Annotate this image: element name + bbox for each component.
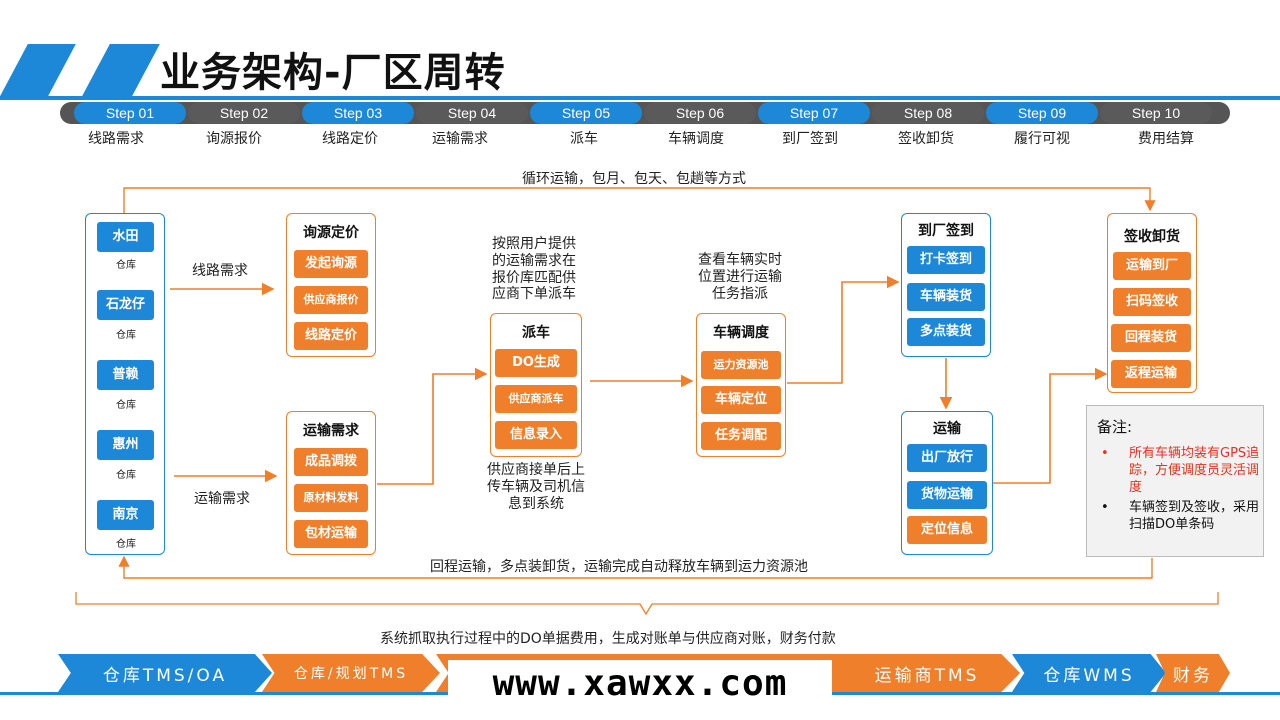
step-label-07: 到厂签到 <box>782 131 838 147</box>
warehouse-huizhou-caption: 仓库 <box>116 470 136 481</box>
remark-bullet-1-text: 所有车辆均装有GPS追踪，方便调度员灵活调度 <box>1129 446 1260 495</box>
system-chevron-warehouse-wms[interactable]: 仓库WMS <box>1012 654 1166 692</box>
warehouse-pulai-caption: 仓库 <box>116 400 136 411</box>
dispatch-title: 派车 <box>522 325 550 341</box>
step-04[interactable]: Step 04 <box>416 102 528 124</box>
dispatch-item-info[interactable]: 信息录入 <box>495 421 577 449</box>
remark-heading: 备注: <box>1097 418 1133 436</box>
transport-req-title: 运输需求 <box>303 423 359 439</box>
scheduling-panel: 车辆调度 运力资源池 车辆定位 任务调配 <box>696 313 786 457</box>
system-chevron-finance[interactable]: 财务 <box>1156 654 1230 692</box>
transport-req-item-finished[interactable]: 成品调拨 <box>294 448 368 476</box>
checkin-panel: 到厂签到 打卡签到 车辆装货 多点装货 <box>901 213 991 357</box>
remark-bullet-1: • 所有车辆均装有GPS追踪，方便调度员灵活调度 <box>1101 446 1261 497</box>
transport-title: 运输 <box>933 421 961 437</box>
transport-item-location[interactable]: 定位信息 <box>907 516 987 544</box>
step-label-06: 车辆调度 <box>668 131 724 147</box>
warehouses-panel: 水田 仓库 石龙仔 仓库 普赖 仓库 惠州 仓库 南京 仓库 <box>85 213 165 555</box>
warehouse-shuitian-caption: 仓库 <box>116 260 136 271</box>
step-10[interactable]: Step 10 <box>1100 102 1212 124</box>
step-label-01: 线路需求 <box>88 131 144 147</box>
inquiry-item-supplier-quote[interactable]: 供应商报价 <box>294 286 368 314</box>
transport-req-panel: 运输需求 成品调拨 原材料发料 包材运输 <box>286 411 376 555</box>
step-02[interactable]: Step 02 <box>188 102 300 124</box>
loop-top-line <box>123 187 1156 213</box>
loop-bottom-label: 回程运输，多点装卸货，运输完成自动释放车辆到运力资源池 <box>428 556 810 576</box>
scheduling-note-above: 查看车辆实时位置进行运输任务指派 <box>698 252 782 302</box>
system-chevron-warehouse-planning-tms[interactable]: 仓库/规划TMS <box>262 654 440 692</box>
remark-bullet-2-text: 车辆签到及签收，采用扫描DO单条码 <box>1129 500 1260 532</box>
step-label-10: 费用结算 <box>1138 131 1194 147</box>
step-08[interactable]: Step 08 <box>872 102 984 124</box>
warehouse-nanjing-caption: 仓库 <box>116 539 136 550</box>
dispatch-item-supplier[interactable]: 供应商派车 <box>495 385 577 413</box>
dispatch-note-above: 按照用户提供的运输需求在报价库匹配供应商下单派车 <box>492 236 576 303</box>
dispatch-item-do[interactable]: DO生成 <box>495 349 577 377</box>
inquiry-item-initiate[interactable]: 发起询源 <box>294 250 368 278</box>
warehouse-shilongzai-caption: 仓库 <box>116 330 136 341</box>
inquiry-title: 询源定价 <box>303 225 359 241</box>
loop-bottom-line <box>118 555 1153 579</box>
system-brace <box>75 592 1219 616</box>
checkin-title: 到厂签到 <box>918 223 974 239</box>
inquiry-item-route-pricing[interactable]: 线路定价 <box>294 322 368 350</box>
checkin-item-clockin[interactable]: 打卡签到 <box>907 246 985 274</box>
warehouse-huizhou[interactable]: 惠州 <box>97 430 154 460</box>
edge-label-route: 线路需求 <box>192 263 248 279</box>
receive-item-return[interactable]: 返程运输 <box>1111 360 1191 388</box>
scheduling-item-assign[interactable]: 任务调配 <box>701 422 781 450</box>
step-label-03: 线路定价 <box>322 131 378 147</box>
receive-item-backload[interactable]: 回程装货 <box>1111 324 1191 352</box>
transport-req-item-raw[interactable]: 原材料发料 <box>294 484 368 512</box>
step-label-09: 履行可视 <box>1014 131 1070 147</box>
step-07[interactable]: Step 07 <box>758 102 870 124</box>
step-05[interactable]: Step 05 <box>530 102 642 124</box>
warehouse-nanjing[interactable]: 南京 <box>97 500 154 530</box>
dispatch-note-below: 供应商接单后上传车辆及司机信息到系统 <box>487 462 585 512</box>
step-06[interactable]: Step 06 <box>644 102 756 124</box>
scheduling-title: 车辆调度 <box>713 325 769 341</box>
dispatch-panel: 派车 DO生成 供应商派车 信息录入 <box>490 313 582 457</box>
receive-item-scan[interactable]: 扫码签收 <box>1113 288 1191 316</box>
transport-item-cargo[interactable]: 货物运输 <box>907 481 987 509</box>
receive-item-arrive[interactable]: 运输到厂 <box>1113 252 1191 280</box>
page-title: 业务架构-厂区周转 <box>160 50 506 96</box>
header-underline <box>0 96 1280 100</box>
arrow-to-checkin <box>787 275 900 384</box>
remark-box: 备注: • 所有车辆均装有GPS追踪，方便调度员灵活调度 • 车辆签到及签收，采… <box>1086 405 1264 557</box>
transport-item-release[interactable]: 出厂放行 <box>907 444 987 472</box>
step-label-05: 派车 <box>570 131 598 147</box>
warehouse-shuitian[interactable]: 水田 <box>97 222 154 252</box>
watermark: www.xawxx.com <box>448 660 832 708</box>
system-chevron-warehouse-tms-oa[interactable]: 仓库TMS/OA <box>58 654 272 692</box>
step-label-04: 运输需求 <box>432 131 488 147</box>
checkin-item-loading[interactable]: 车辆装货 <box>907 283 985 311</box>
step-09[interactable]: Step 09 <box>986 102 1098 124</box>
transport-panel: 运输 出厂放行 货物运输 定位信息 <box>901 411 993 555</box>
scheduling-item-pool[interactable]: 运力资源池 <box>701 351 781 379</box>
remark-bullet-2: • 车辆签到及签收，采用扫描DO单条码 <box>1101 500 1261 534</box>
arrow-to-dispatch <box>377 367 488 485</box>
loop-top-label: 循环运输，包月、包天、包趟等方式 <box>522 171 746 187</box>
receive-title: 签收卸货 <box>1124 229 1180 245</box>
bullet-dot: • <box>1101 446 1109 461</box>
receive-panel: 签收卸货 运输到厂 扫码签收 回程装货 返程运输 <box>1107 213 1197 393</box>
system-note: 系统抓取执行过程中的DO单据费用，生成对账单与供应商对账，财务付款 <box>380 631 836 647</box>
checkin-item-multi-loading[interactable]: 多点装货 <box>907 318 985 346</box>
system-chevron-carrier-tms[interactable]: 运输商TMS <box>834 654 1020 692</box>
bullet-dot: • <box>1101 500 1109 515</box>
inquiry-panel: 询源定价 发起询源 供应商报价 线路定价 <box>286 213 376 357</box>
transport-req-item-packaging[interactable]: 包材运输 <box>294 520 368 548</box>
step-03[interactable]: Step 03 <box>302 102 414 124</box>
step-label-02: 询源报价 <box>206 131 262 147</box>
edge-label-transport: 运输需求 <box>194 491 250 507</box>
warehouse-pulai[interactable]: 普赖 <box>97 360 154 390</box>
step-label-08: 签收卸货 <box>898 131 954 147</box>
warehouse-shilongzai[interactable]: 石龙仔 <box>97 290 154 320</box>
step-01[interactable]: Step 01 <box>74 102 186 124</box>
scheduling-item-locate[interactable]: 车辆定位 <box>701 386 781 414</box>
arrow-to-receive <box>993 367 1108 484</box>
